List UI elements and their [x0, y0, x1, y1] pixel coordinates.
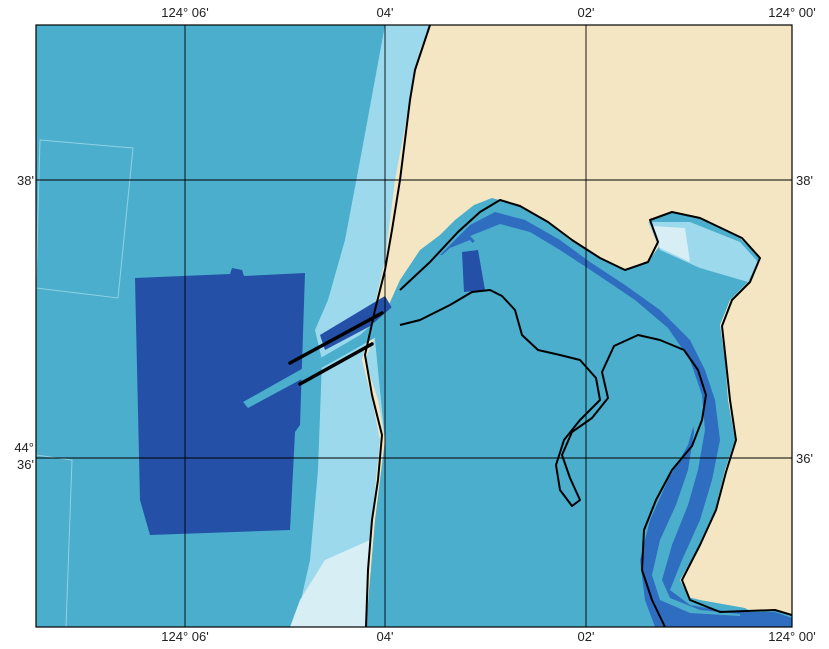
top-lon-label-1: 124° 06': [161, 5, 209, 20]
left-lat-label-44: 44°: [14, 440, 34, 455]
estuary-shoreline: [399, 199, 792, 627]
channel-center-stripe: [470, 224, 740, 616]
south-jetty: [298, 342, 374, 386]
bay-shallow-inner: [652, 226, 690, 262]
graticule: [36, 25, 792, 627]
left-lat-label-38: 38': [17, 173, 34, 188]
north-jetty: [288, 311, 384, 365]
bottom-lon-label-1: 124° 06': [161, 629, 209, 644]
entrance-channel: [243, 240, 478, 408]
map-frame: [35, 24, 793, 628]
surf-zone-south: [290, 540, 370, 627]
bottom-lon-label-2: 04': [376, 629, 394, 644]
left-lat-label-36: 36': [17, 457, 34, 472]
offshore-light-panel: [36, 139, 134, 299]
bottom-lon-label-3: 02': [577, 629, 595, 644]
top-lon-label-4: 124° 00': [768, 5, 816, 20]
coastline: [364, 25, 431, 627]
top-lon-label-3: 02': [577, 5, 595, 20]
right-lat-label-36: 36': [796, 451, 813, 466]
dredge-disposal-site: [135, 268, 305, 535]
offshore-light-panel-south: [36, 454, 73, 627]
bottom-lon-label-4: 124° 00': [768, 629, 816, 644]
top-lon-label-2: 04': [376, 5, 394, 20]
river-channel-stub: [462, 250, 485, 292]
right-lat-label-38: 38': [796, 173, 813, 188]
